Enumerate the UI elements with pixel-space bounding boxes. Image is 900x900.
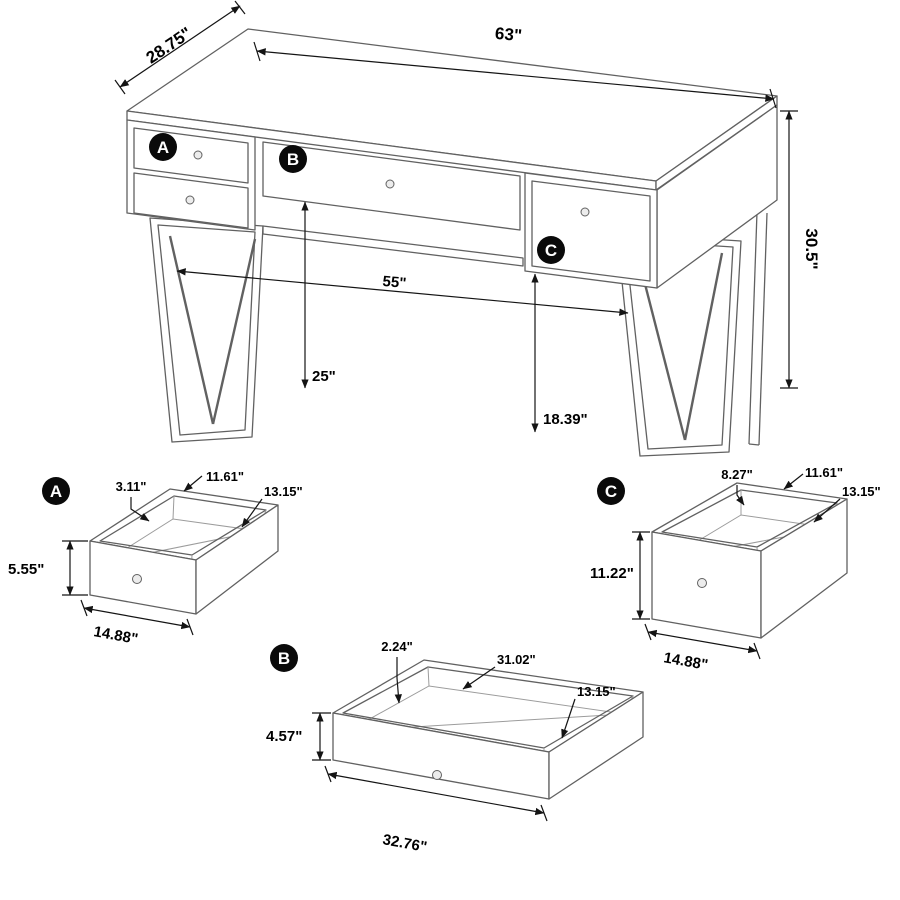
rear-right-leg [748, 211, 768, 446]
drawer-c-knob [580, 207, 590, 217]
callout-c-label: C [545, 241, 557, 260]
dim-c-back-height-label: 8.27" [721, 467, 752, 482]
callout-b-detail: B [270, 644, 298, 672]
drawer-a-detail-knob [132, 574, 142, 584]
dim-b-front-width [324, 765, 548, 822]
callout-b-detail-label: B [278, 649, 290, 668]
dim-a-front-width [80, 599, 194, 636]
dim-a-wall-thickness [130, 497, 150, 522]
dim-c-front-height [632, 531, 650, 620]
dim-a-wall-thickness-label: 3.11" [116, 479, 147, 494]
left-leg [149, 217, 264, 443]
dim-a-inner-width [183, 475, 203, 492]
callout-b-label: B [287, 150, 299, 169]
dim-b-inner-width-label: 31.02" [497, 652, 536, 667]
dimension-overall-height-label: 30.5" [802, 228, 821, 269]
dim-c-inner-width-label: 11.61" [805, 465, 843, 480]
detail-drawer-b: B 2.24" 31.02" 13.15" [266, 639, 644, 856]
drawer-b-knob [385, 179, 395, 189]
dimension-right-clearance-label: 18.39" [543, 411, 588, 428]
callout-c-detail-label: C [605, 482, 617, 501]
dim-c-inner-width [783, 473, 804, 490]
dim-a-inner-depth-label: 13.15" [264, 484, 303, 499]
dim-b-front-height-label: 4.57" [266, 728, 302, 745]
dim-b-wall-thickness [394, 657, 402, 704]
drawer-c-front [531, 180, 651, 282]
dim-c-inner-depth [813, 498, 841, 523]
dimension-leg-clearance-label: 55" [382, 273, 407, 292]
dim-b-wall-thickness-label: 2.24" [381, 639, 412, 654]
dimension-top-width-label: 63" [494, 24, 523, 45]
drawer-a-box [89, 488, 279, 615]
callout-c: C [537, 236, 565, 264]
detail-drawer-a: A 3.11" 11.61" 13.15" [8, 469, 303, 648]
drawer-a1-knob [193, 150, 203, 160]
dimension-top-width [253, 41, 777, 109]
dim-b-inner-width [462, 666, 496, 690]
dimension-top-depth [114, 0, 246, 95]
back-stretcher [262, 225, 524, 267]
drawer-a2-knob [185, 195, 195, 205]
dim-c-inner-depth-label: 13.15" [842, 484, 881, 499]
drawer-c-box [651, 482, 848, 639]
callout-a-detail-label: A [50, 482, 62, 501]
drawer-c-detail-knob [697, 578, 707, 588]
dimension-leg-clearance [176, 268, 629, 316]
dim-b-inner-depth-label: 13.15" [577, 684, 616, 699]
dimension-knee-clearance-label: 25" [312, 368, 336, 385]
drawer-b-box [332, 659, 644, 800]
dim-b-inner-depth [561, 698, 576, 739]
callout-a-detail: A [42, 477, 70, 505]
callout-a: A [149, 133, 177, 161]
dim-b-front-height [312, 712, 331, 761]
drawer-b-detail-knob [432, 770, 442, 780]
dim-c-front-height-label: 11.22" [590, 565, 634, 582]
dimension-overall-height [780, 110, 798, 389]
main-desk-view: 63" 28.75" 30.5" 55" 25" 18.39" A [114, 0, 821, 457]
dim-c-front-width-label: 14.88" [662, 649, 709, 673]
dim-b-front-width-label: 32.76" [381, 831, 428, 856]
callout-c-detail: C [597, 477, 625, 505]
dim-a-front-width-label: 14.88" [92, 623, 139, 648]
dim-a-inner-width-label: 11.61" [206, 469, 244, 484]
dim-a-front-height-label: 5.55" [8, 561, 44, 578]
detail-drawer-c: C 8.27" 11.61" 13.15" [590, 465, 881, 674]
dim-c-front-width [644, 623, 761, 660]
callout-a-label: A [157, 138, 169, 157]
right-leg [616, 232, 742, 457]
dim-a-front-height [62, 540, 88, 596]
callout-b: B [279, 145, 307, 173]
dim-c-back-height [736, 485, 745, 506]
dimension-top-depth-label: 28.75" [143, 23, 196, 67]
dim-a-inner-depth [241, 498, 263, 528]
